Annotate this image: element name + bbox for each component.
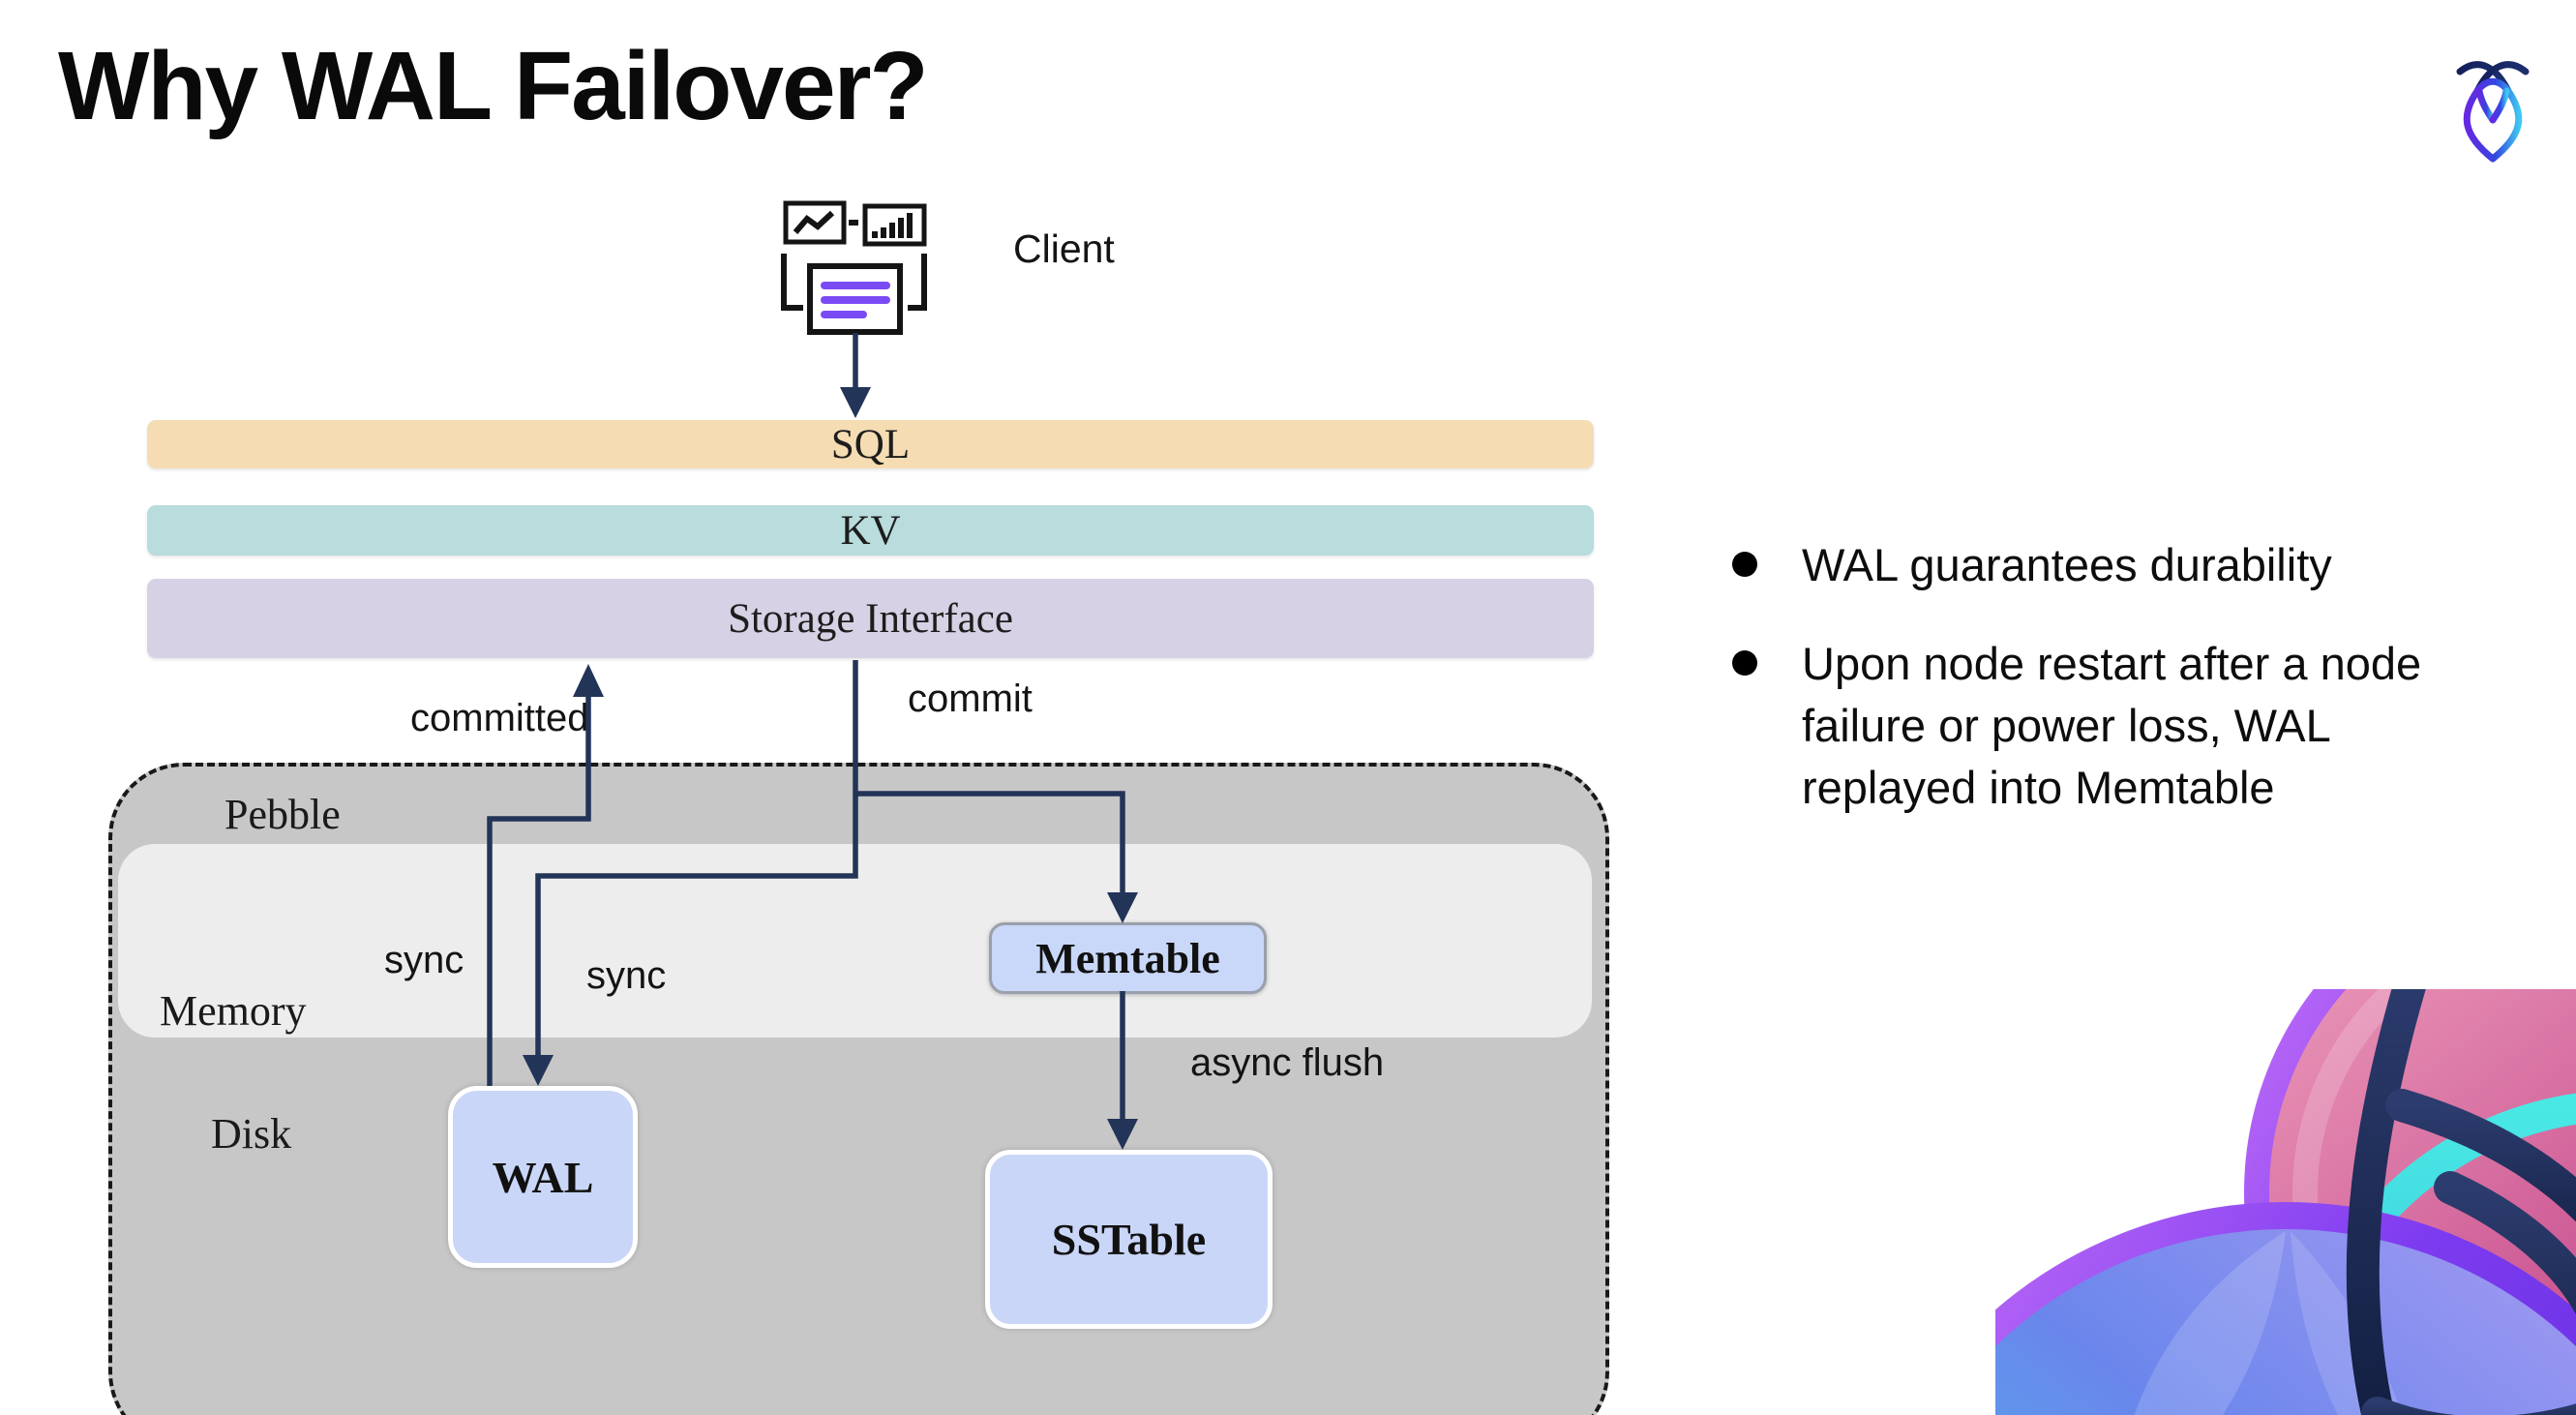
client-label: Client bbox=[1013, 226, 1115, 271]
pebble-label: Pebble bbox=[225, 791, 341, 838]
wal-label: WAL bbox=[492, 1152, 594, 1202]
edge-label-sync-left: sync bbox=[384, 939, 464, 981]
client-workstation-icon bbox=[781, 200, 927, 335]
disk-label: Disk bbox=[211, 1110, 292, 1158]
bullet-text: WAL guarantees durability bbox=[1802, 539, 2332, 590]
sstable-box: SSTable bbox=[985, 1150, 1273, 1329]
layer-storage-interface: Storage Interface bbox=[147, 579, 1594, 658]
layer-kv-label: KV bbox=[840, 507, 901, 554]
arrowhead-sql bbox=[840, 387, 871, 418]
memtable-label: Memtable bbox=[1035, 934, 1220, 982]
list-item: Upon node restart after a node failure o… bbox=[1732, 633, 2576, 819]
wal-box: WAL bbox=[448, 1086, 638, 1268]
arrowhead-committed bbox=[573, 664, 604, 697]
document-lines-icon bbox=[821, 282, 890, 318]
brand-corner-art bbox=[1995, 989, 2576, 1415]
memory-label: Memory bbox=[160, 987, 307, 1035]
bullet-text: Upon node restart after a node failure o… bbox=[1802, 637, 2422, 813]
layer-sql-label: SQL bbox=[830, 421, 911, 467]
bullet-list: WAL guarantees durability Upon node rest… bbox=[1732, 534, 2576, 819]
bullet-dot-icon bbox=[1732, 649, 1757, 676]
list-item: WAL guarantees durability bbox=[1732, 534, 2576, 596]
memory-band bbox=[118, 844, 1592, 1038]
edge-label-sync-right: sync bbox=[586, 954, 667, 997]
edge-label-committed: committed bbox=[410, 697, 589, 739]
sstable-label: SSTable bbox=[1051, 1215, 1207, 1264]
edge-label-async-flush: async flush bbox=[1190, 1041, 1385, 1084]
layer-storage-interface-label: Storage Interface bbox=[728, 595, 1013, 642]
layer-kv: KV bbox=[147, 505, 1594, 556]
edge-label-commit: commit bbox=[908, 677, 1033, 720]
page-title: Why WAL Failover? bbox=[58, 32, 929, 140]
layer-sql: SQL bbox=[147, 420, 1594, 468]
cockroachdb-logo-icon bbox=[2456, 61, 2530, 163]
bullet-dot-icon bbox=[1732, 552, 1757, 577]
memtable-box: Memtable bbox=[989, 922, 1267, 994]
